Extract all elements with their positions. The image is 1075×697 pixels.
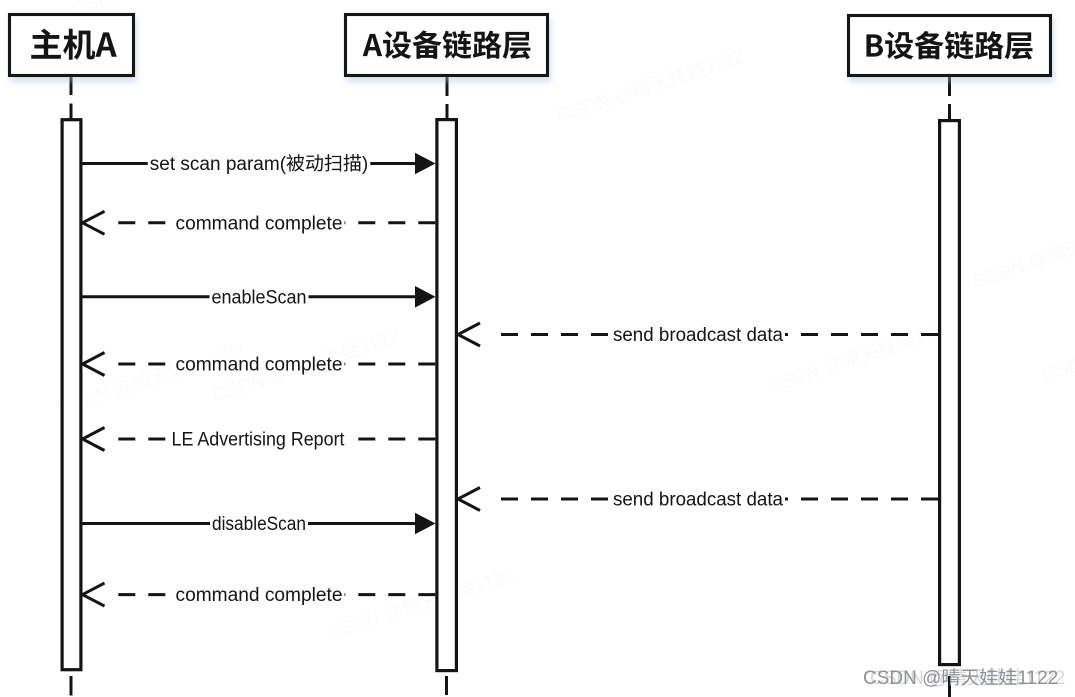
svg-text:CSDN @: CSDN @ xyxy=(870,668,948,689)
svg-text:command complete: command complete xyxy=(176,585,343,606)
svg-text:command complete: command complete xyxy=(176,213,343,234)
svg-text:CSDN @: CSDN @ xyxy=(863,668,941,689)
svg-text:set scan param(: set scan param( xyxy=(150,154,287,175)
svg-text:disableScan: disableScan xyxy=(212,514,306,535)
svg-text:1122: 1122 xyxy=(1017,668,1058,689)
svg-text:LE Advertising Report: LE Advertising Report xyxy=(172,430,346,451)
svg-text:send broadcast data: send broadcast data xyxy=(613,490,783,511)
svg-text:): ) xyxy=(362,154,368,175)
svg-text:enableScan: enableScan xyxy=(212,287,307,308)
svg-text:command complete: command complete xyxy=(176,355,343,376)
svg-text:1122: 1122 xyxy=(1024,668,1065,689)
svg-text:send broadcast data: send broadcast data xyxy=(613,325,783,346)
